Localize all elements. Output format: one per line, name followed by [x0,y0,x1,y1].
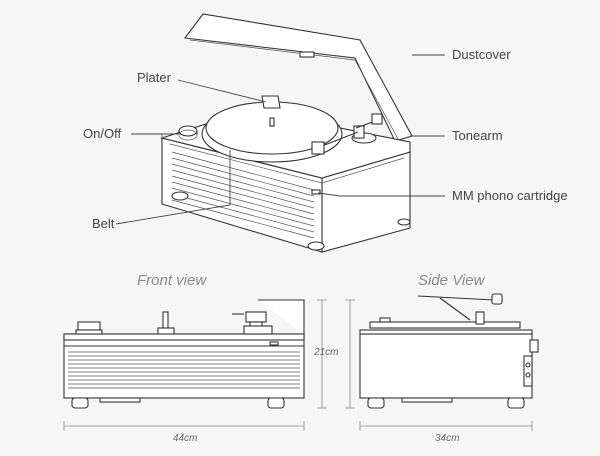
tonearm-assembly [311,113,383,155]
side-view-title: Side View [418,272,486,289]
power-knob [178,125,198,137]
dimension-width-label: 44cm [173,433,197,444]
front-grille [171,151,315,239]
front-view-title: Front view [137,272,207,289]
callout-lines [115,54,445,225]
label-tonearm: Tonearm [452,128,503,143]
label-belt: Belt [92,216,115,231]
foot-right [397,218,411,226]
spindle [269,117,275,127]
dimension-height [317,299,327,409]
side-view [359,293,539,409]
hinge-plate [261,95,281,109]
logo-badge [311,189,321,195]
front-view-grille [68,351,300,389]
foot-left [171,191,189,201]
dimension-width [63,421,305,431]
label-dustcover: Dustcover [452,47,511,62]
isometric-turntable [159,13,413,253]
label-on-off: On/Off [83,126,121,141]
dimension-depth-label: 34cm [435,433,459,444]
dimension-height-label: 21cm [313,347,338,358]
front-view [63,299,305,409]
dimension-depth [345,299,533,431]
label-cartridge: MM phono cartridge [452,188,568,203]
foot-front [307,241,325,251]
label-plater: Plater [137,70,172,85]
